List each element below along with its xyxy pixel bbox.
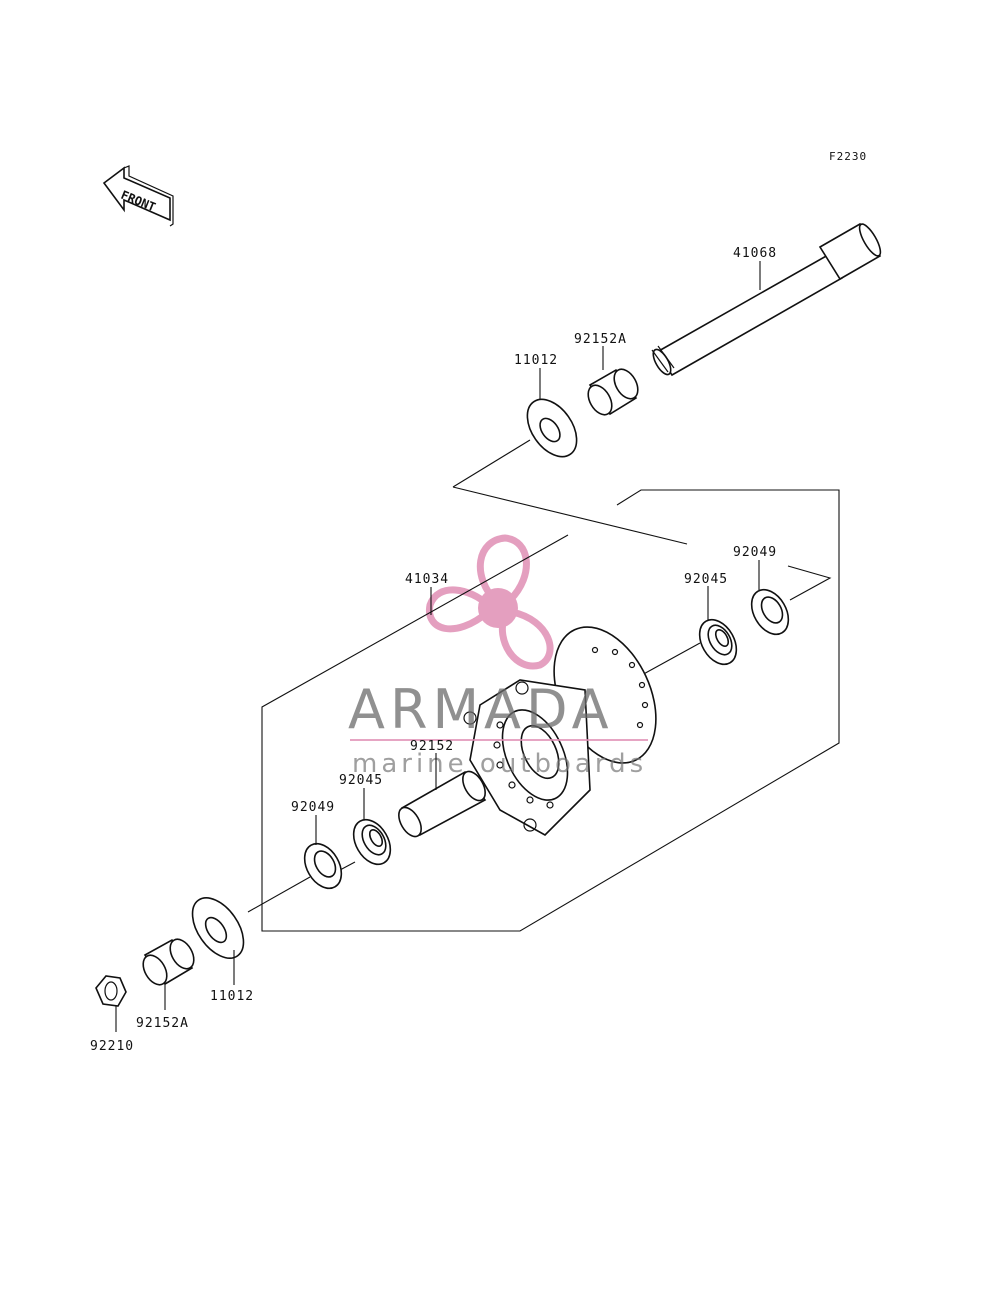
seal-left-part[interactable] [297,837,349,895]
label-cap-top: 11012 [514,353,558,368]
label-bearing-right: 92045 [684,572,728,587]
label-spacer: 92152 [410,739,454,754]
nut-part[interactable] [95,975,127,1007]
label-cap-bottom: 11012 [210,989,254,1004]
label-axle: 41068 [733,246,777,261]
label-hub: 41034 [405,572,449,587]
spacer-part[interactable] [394,768,490,841]
watermark-brand: ARMADA [348,678,614,741]
cap-top-part[interactable] [517,390,586,465]
hub-part[interactable] [463,611,676,836]
bearing-right-part[interactable] [692,613,744,671]
label-seal-left: 92049 [291,800,335,815]
label-bearing-left: 92045 [339,773,383,788]
watermark-tagline: marine outboards [352,749,647,779]
front-arrow-icon: FRONT [102,165,174,227]
collar-top-part[interactable] [583,365,642,419]
collar-bottom-part[interactable] [138,935,198,989]
diagram-code: F2230 [829,150,867,163]
label-seal-right: 92049 [733,545,777,560]
armada-logo-icon [425,534,554,670]
label-nut: 92210 [90,1039,134,1054]
seal-right-part[interactable] [744,583,796,641]
label-collar-top: 92152A [574,332,627,347]
bearing-left-part[interactable] [346,813,398,871]
label-collar-bottom: 92152A [136,1016,189,1031]
axle-part[interactable] [650,221,884,377]
cap-bottom-part[interactable] [182,889,254,968]
